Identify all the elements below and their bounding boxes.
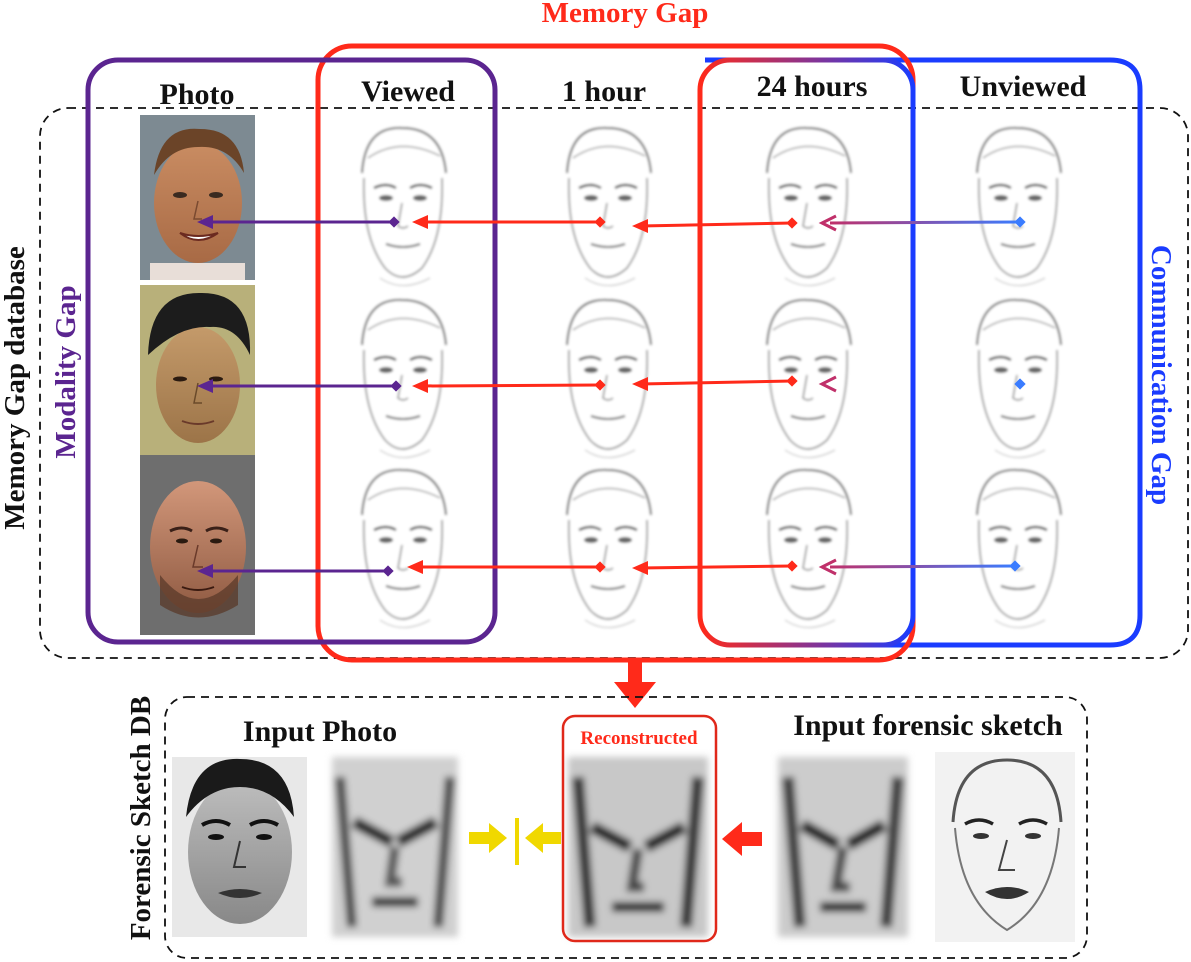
memory-gap-title: Memory Gap bbox=[542, 0, 709, 29]
twentyfour-hour-box bbox=[697, 57, 916, 648]
sketch-unviewed-3 bbox=[953, 458, 1077, 637]
memory-gap-database-label: Memory Gap database bbox=[0, 246, 31, 530]
forensic-sketch-db-label: Forensic Sketch DB bbox=[125, 696, 157, 940]
communication-gap-frame bbox=[705, 57, 1143, 648]
sketch-viewed-2 bbox=[338, 288, 462, 467]
input-forensic-sketch-image bbox=[935, 752, 1075, 942]
column-header-unviewed: Unviewed bbox=[960, 70, 1087, 103]
sketch-unviewed-1 bbox=[953, 116, 1077, 295]
sketch-1hour-1 bbox=[543, 116, 667, 295]
sketch-viewed-3 bbox=[338, 458, 462, 637]
photo-face-2 bbox=[140, 285, 255, 465]
photo-reconstruction-image bbox=[332, 757, 458, 937]
sketch-unviewed-2 bbox=[953, 288, 1077, 467]
sketch-to-reconstruction-arrow bbox=[722, 822, 762, 856]
communication-gap-label: Communication Gap bbox=[1145, 245, 1177, 505]
column-header-1hour: 1 hour bbox=[562, 75, 646, 108]
sketch-24hours-1 bbox=[743, 116, 867, 295]
photo-face-3 bbox=[140, 455, 255, 635]
reconstructed-frame bbox=[561, 714, 718, 943]
input-forensic-sketch-label: Input forensic sketch bbox=[793, 709, 1063, 742]
sketch-1hour-3 bbox=[543, 458, 667, 637]
down-arrow bbox=[614, 660, 656, 708]
sketch-viewed-1 bbox=[338, 116, 462, 295]
sketch-reconstruction-image bbox=[778, 757, 908, 937]
sketch-grid bbox=[338, 116, 1077, 637]
column-header-photo: Photo bbox=[160, 78, 235, 111]
input-photo-image bbox=[172, 757, 307, 937]
reconstructed-image bbox=[568, 757, 708, 937]
sketch-24hours-2 bbox=[743, 288, 867, 467]
photo-column bbox=[140, 115, 255, 635]
modality-gap-label: Modality Gap bbox=[50, 285, 82, 458]
modality-gap-frame bbox=[85, 57, 498, 645]
row-arrows bbox=[197, 214, 1026, 578]
sketch-24hours-3 bbox=[743, 458, 867, 637]
match-arrows bbox=[469, 818, 561, 865]
input-photo-label: Input Photo bbox=[243, 715, 397, 748]
column-header-24hours: 24 hours bbox=[757, 70, 868, 103]
forensic-sketch-db-frame bbox=[164, 696, 1088, 959]
photo-face-1 bbox=[140, 115, 255, 280]
reconstructed-label: Reconstructed bbox=[580, 728, 698, 749]
column-header-viewed: Viewed bbox=[361, 75, 455, 108]
